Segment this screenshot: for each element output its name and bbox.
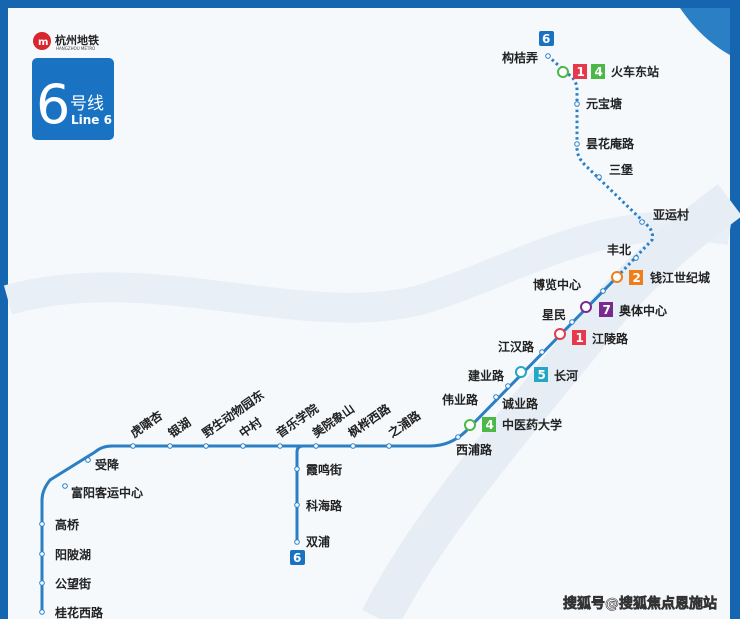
page-curl (680, 8, 730, 55)
line6-branch-track (295, 444, 304, 542)
station-label-guihua[interactable]: 桂花西路 (54, 605, 104, 619)
metro-logo-icon (33, 32, 51, 50)
svg-text:1: 1 (577, 65, 585, 79)
station-dot[interactable] (203, 443, 209, 449)
line-number: 6 (36, 73, 70, 136)
interchange-dot[interactable] (611, 271, 623, 283)
station-dot[interactable] (167, 443, 173, 449)
svg-text:2: 2 (633, 271, 641, 285)
station-label-gongwang[interactable]: 公望街 (55, 576, 91, 591)
svg-text:4: 4 (486, 418, 494, 432)
station-label-xipu[interactable]: 西浦路 (456, 442, 493, 457)
station-dot[interactable] (39, 609, 45, 615)
station-label-fengbei[interactable]: 丰北 (607, 242, 631, 257)
station-dot[interactable] (569, 319, 575, 325)
svg-text:1: 1 (576, 331, 584, 345)
transfer-badge-line-5: 5 (534, 367, 548, 382)
line6-main-track (40, 275, 619, 612)
station-label-xiaming[interactable]: 霞鸣街 (306, 462, 342, 477)
station-label-xingmin[interactable]: 星民 (542, 308, 566, 322)
line-cn: 号线 (70, 94, 104, 114)
transfer-badge-line-1: 1 (572, 330, 586, 345)
station-label-shouxiang[interactable]: 受降 (95, 457, 120, 472)
station-dot[interactable] (294, 502, 300, 508)
river-shape (362, 184, 740, 619)
station-label-aoti[interactable]: 奥体中心 (619, 303, 667, 318)
hangzhou-metro-logo: m 杭州地铁 HANGZHOU METRO (33, 32, 99, 51)
station-label-shuangpu[interactable]: 双浦 (306, 534, 330, 549)
station-label-jianye[interactable]: 建业路 (467, 368, 505, 383)
terminal-badge-south: 6 (290, 550, 305, 565)
station-label-weiye[interactable]: 伟业路 (442, 392, 479, 407)
station-label-jiangling[interactable]: 江陵路 (592, 331, 629, 346)
transfer-badge-line-7: 7 (599, 302, 613, 317)
station-dot[interactable] (493, 394, 499, 400)
station-dot[interactable] (574, 101, 580, 107)
station-dot[interactable] (539, 349, 545, 355)
interchange-dot[interactable] (557, 66, 569, 78)
station-label-sanbao[interactable]: 三堡 (609, 162, 633, 177)
station-label-yuanbaotang[interactable]: 元宝塘 (586, 96, 622, 111)
station-label-changhe[interactable]: 长河 (554, 368, 578, 383)
station-label-chengye[interactable]: 诚业路 (502, 396, 539, 411)
logo-name-en: HANGZHOU METRO (56, 46, 95, 51)
station-dot[interactable] (62, 483, 68, 489)
interchange-dot[interactable] (580, 301, 592, 313)
svg-text:6: 6 (542, 32, 550, 46)
station-label-bolan[interactable]: 博览中心 (533, 277, 581, 292)
station-dot[interactable] (240, 443, 246, 449)
svg-text:5: 5 (538, 368, 546, 382)
station-dot[interactable] (596, 174, 602, 180)
station-dot[interactable] (350, 443, 356, 449)
interchange-dot[interactable] (464, 419, 476, 431)
station-dot[interactable] (545, 53, 551, 59)
station-label-tanhuaan[interactable]: 昙花庵路 (586, 136, 635, 151)
station-label-yayuncun[interactable]: 亚运村 (653, 207, 689, 222)
svg-text:m: m (38, 37, 48, 48)
line-badge: 6 号线 Line 6 (32, 58, 114, 140)
transfer-badge-line-4: 4 (482, 417, 496, 432)
station-dot[interactable] (85, 457, 91, 463)
transfer-badge-line-2: 2 (629, 270, 643, 285)
station-dot[interactable] (313, 443, 319, 449)
svg-text:4: 4 (595, 65, 603, 79)
station-label-zhongyiyao[interactable]: 中医药大学 (502, 417, 562, 432)
transfer-badge-line-1: 1 (573, 64, 587, 79)
station-label-fuyang[interactable]: 富阳客运中心 (71, 485, 143, 500)
station-dot[interactable] (39, 580, 45, 586)
station-dot[interactable] (294, 539, 300, 545)
station-dot[interactable] (574, 141, 580, 147)
interchange-dot[interactable] (515, 366, 527, 378)
station-dot[interactable] (639, 219, 645, 225)
station-dot[interactable] (633, 255, 639, 261)
station-label-huochedong[interactable]: 火车东站 (611, 64, 659, 79)
svg-text:7: 7 (603, 303, 611, 317)
station-label-kehai[interactable]: 科海路 (306, 498, 343, 513)
station-dot[interactable] (455, 434, 461, 440)
station-label-gouju[interactable]: 构桔弄 (502, 50, 538, 65)
station-dot[interactable] (39, 521, 45, 527)
station-label-gaoqiao[interactable]: 高桥 (55, 517, 80, 532)
station-dot[interactable] (277, 443, 283, 449)
river-shape (3, 211, 733, 323)
station-dot[interactable] (600, 288, 606, 294)
transfer-badge-line-4: 4 (591, 64, 605, 79)
station-label-yangpi[interactable]: 阳陂湖 (55, 547, 91, 562)
interchange-dot[interactable] (554, 328, 566, 340)
line-en: Line 6 (71, 113, 112, 127)
station-dot[interactable] (294, 466, 300, 472)
svg-text:6: 6 (293, 551, 301, 565)
watermark: 搜狐号@搜狐焦点恩施站 (563, 595, 717, 612)
station-dot[interactable] (505, 383, 511, 389)
terminal-badge-north: 6 (539, 31, 554, 46)
logo-name-cn: 杭州地铁 (55, 33, 99, 47)
station-label-qianjiang[interactable]: 钱江世纪城 (650, 270, 710, 285)
station-dot[interactable] (130, 443, 136, 449)
station-dot[interactable] (39, 551, 45, 557)
station-label-jianghan[interactable]: 江汉路 (498, 339, 535, 354)
station-dot[interactable] (386, 443, 392, 449)
